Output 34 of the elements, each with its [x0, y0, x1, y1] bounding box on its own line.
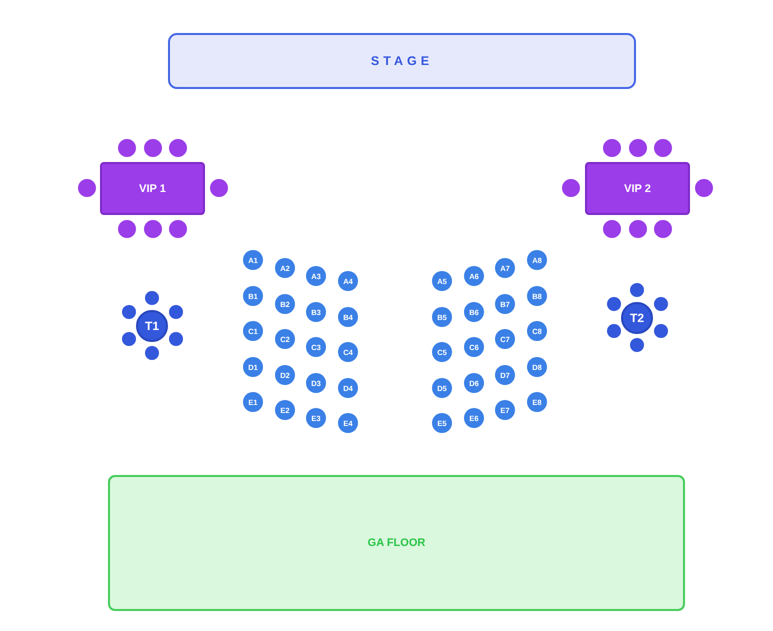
chair-icon: [122, 332, 136, 346]
chair-icon: [654, 324, 668, 338]
chair-icon: [169, 220, 187, 238]
chair-icon: [145, 291, 159, 305]
chair-icon: [654, 139, 672, 157]
chair-icon: [122, 305, 136, 319]
stage: STAGE: [168, 33, 636, 89]
chair-icon: [118, 139, 136, 157]
chair-icon: [654, 297, 668, 311]
standing-area: GA FLOOR: [108, 475, 685, 611]
chair-icon: [654, 220, 672, 238]
chair-icon: [78, 179, 96, 197]
chair-icon: [630, 338, 644, 352]
chair-icon: [562, 179, 580, 197]
chair-icon: [607, 324, 621, 338]
chair-icon: [603, 220, 621, 238]
chair-icon: [629, 220, 647, 238]
vip-table: VIP 2: [585, 162, 690, 215]
chair-icon: [695, 179, 713, 197]
chair-icon: [169, 305, 183, 319]
chair-icon: [169, 332, 183, 346]
round-table: T1: [136, 310, 168, 342]
chair-icon: [169, 139, 187, 157]
chair-icon: [630, 283, 644, 297]
vip-table: VIP 1: [100, 162, 205, 215]
chair-icon: [144, 220, 162, 238]
chair-icon: [210, 179, 228, 197]
chair-icon: [118, 220, 136, 238]
chair-icon: [629, 139, 647, 157]
chair-icon: [145, 346, 159, 360]
chair-icon: [603, 139, 621, 157]
round-table: T2: [621, 302, 653, 334]
chair-icon: [607, 297, 621, 311]
chair-icon: [144, 139, 162, 157]
